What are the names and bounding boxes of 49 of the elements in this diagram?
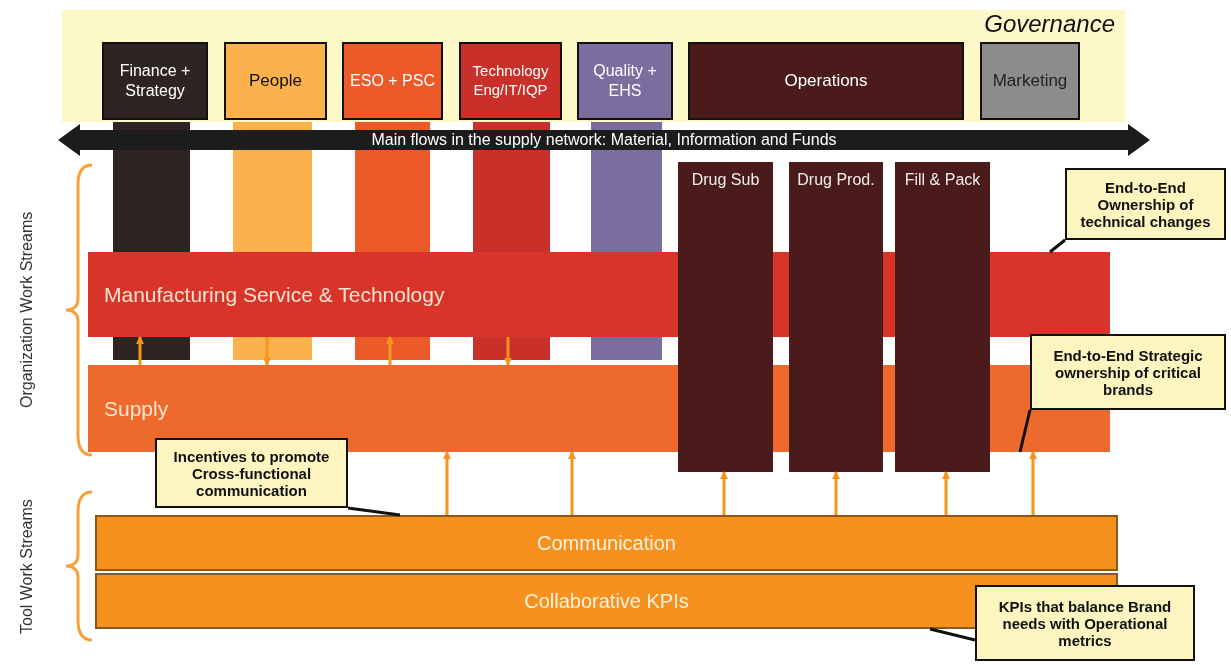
node-label: Operations [784, 71, 868, 91]
callout-box [975, 585, 1195, 661]
tool-band [95, 515, 1118, 571]
arrow [443, 451, 451, 515]
double-arrow-banner [58, 124, 1150, 156]
node-label: Manufacturing Service & Technology [104, 282, 445, 307]
node-label: Marketing [992, 70, 1068, 92]
function-box [688, 42, 964, 120]
function-box [224, 42, 327, 120]
operations-column [678, 162, 773, 472]
arrow [136, 336, 144, 365]
node-label: ESO + PSC [350, 71, 435, 91]
arrow [504, 337, 512, 366]
arrow [942, 471, 950, 515]
node-label: Drug Prod. [797, 170, 875, 190]
function-box [342, 42, 443, 120]
arrow [1029, 451, 1037, 515]
function-box [102, 42, 208, 120]
node-label: Quality + EHS [592, 61, 658, 101]
band-heading: Governance [984, 10, 1115, 38]
arrow [720, 471, 728, 515]
arrow [568, 451, 576, 515]
node-label: Main flows in the supply network: Material, Information and Funds [371, 131, 837, 149]
node-label: People [249, 70, 302, 92]
callout-text: End-to-End Ownership of technical changes [1079, 178, 1212, 230]
callout-box [1030, 334, 1226, 410]
governance-band [62, 10, 1125, 122]
node-label: Collaborative KPIs [524, 589, 689, 613]
callout-text: End-to-End Strategic ownership of critical brands [1052, 346, 1204, 398]
callout-box [155, 438, 348, 508]
node-label: Finance + Strategy [118, 61, 192, 101]
arrow [832, 471, 840, 515]
side-label: Tool Work Streams [17, 498, 36, 637]
node-label: Fill & Pack [904, 170, 981, 190]
node-label: Communication [537, 531, 676, 555]
node-label: Supply [104, 396, 169, 421]
callout-box [1065, 168, 1226, 240]
function-box [459, 42, 562, 120]
operations-column [895, 162, 990, 472]
function-box [577, 42, 673, 120]
operations-column [789, 162, 883, 472]
node-label: Technology Eng/IT/IQP [471, 62, 550, 100]
arrow [386, 336, 394, 365]
callout-text: KPIs that balance Brand needs with Operational metrics [997, 597, 1173, 649]
node-label: Drug Sub [691, 170, 760, 190]
side-label: Organization Work Streams [17, 210, 36, 411]
callout-text: Incentives to promote Cross-functional communication [172, 447, 331, 499]
arrow [263, 337, 271, 366]
function-box [980, 42, 1080, 120]
